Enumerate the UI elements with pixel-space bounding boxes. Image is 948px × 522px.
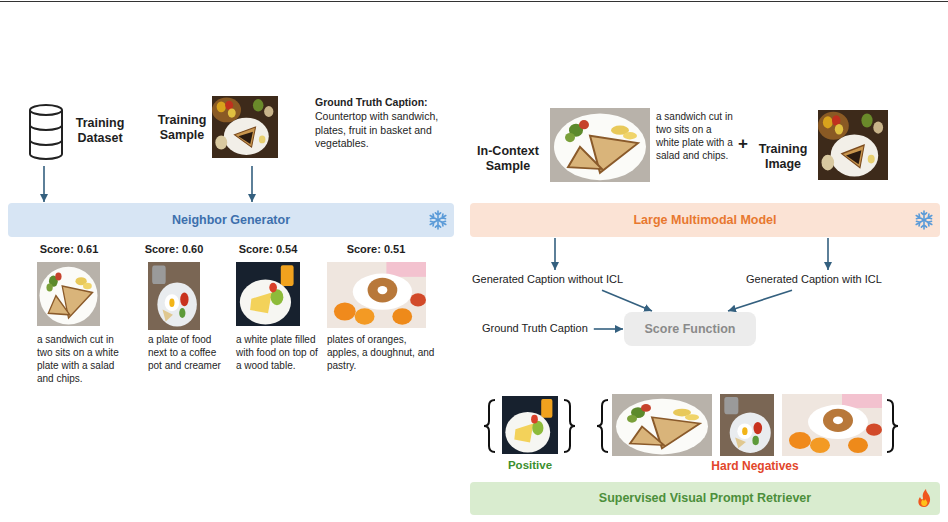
set-brace <box>484 400 898 452</box>
flow-arrow <box>728 290 792 311</box>
dataset-node: Training Dataset <box>26 100 130 162</box>
node-label: Generated Caption with ICL <box>746 273 882 286</box>
node-label: Supervised Visual Prompt Retriever <box>599 491 811 506</box>
caption-text-node: Generated Caption with ICL <box>744 272 884 287</box>
function-box: Score Function <box>624 312 756 346</box>
score-value: Score: 0.51 <box>334 243 418 256</box>
food-photo <box>37 262 100 326</box>
top-rule <box>0 1 948 2</box>
caption-text: plates of oranges, apples, a doughnut, a… <box>327 333 437 372</box>
plus-sign: + <box>736 134 750 154</box>
caption-heading: Ground Truth Caption: <box>315 96 455 109</box>
food-photo <box>818 110 888 180</box>
frozen-icon <box>429 211 447 229</box>
trainable-icon <box>918 489 930 507</box>
database-icon <box>30 105 62 159</box>
set-label: Hard Negatives <box>690 459 820 473</box>
caption-text: Countertop with sandwich, plates, fruit … <box>315 110 451 151</box>
caption-text-node: Generated Caption without ICL <box>470 272 625 287</box>
food-photo <box>612 394 712 456</box>
node-label: Training Sample <box>154 113 210 143</box>
food-photo <box>550 108 650 182</box>
caption-text-node: Ground Truth Caption <box>480 321 590 336</box>
node-label: Training Image <box>752 142 814 172</box>
node-label: Generated Caption without ICL <box>472 273 623 286</box>
caption-text: a sandwich cut in two sits on a white pl… <box>656 110 736 162</box>
sample-node: Training Sample <box>152 96 278 160</box>
sample-node: In-Context Sample <box>468 136 548 182</box>
process-band: Supervised Visual Prompt Retriever <box>470 482 940 515</box>
sample-node: Training Image <box>750 136 816 178</box>
score-value: Score: 0.54 <box>226 243 310 256</box>
food-photo <box>720 394 774 456</box>
node-label: Training Dataset <box>72 116 128 146</box>
caption-text: a plate of food next to a coffee pot and… <box>148 333 230 372</box>
node-label: Neighbor Generator <box>172 213 290 228</box>
flow-arrow <box>43 166 45 202</box>
node-label: Ground Truth Caption <box>482 322 588 335</box>
food-photo <box>327 262 426 328</box>
flow-arrow <box>602 290 652 311</box>
node-label: Score Function <box>645 322 736 337</box>
score-value: Score: 0.61 <box>26 243 112 256</box>
set-label: Positive <box>490 459 570 473</box>
flow-arrow <box>827 238 829 270</box>
node-label: Large Multimodal Model <box>633 213 776 228</box>
flow-arrow <box>594 328 623 330</box>
food-photo <box>236 262 300 326</box>
caption-text: a white plate filled with food on top of… <box>236 333 322 372</box>
flow-arrow <box>251 166 253 202</box>
flow-arrow <box>554 238 556 270</box>
caption-text: a sandwich cut in two sits on a white pl… <box>37 333 129 385</box>
process-band: Neighbor Generator <box>8 203 454 237</box>
frozen-icon <box>915 211 933 229</box>
process-band: Large Multimodal Model <box>470 203 940 237</box>
node-label: In-Context Sample <box>470 144 546 174</box>
score-value: Score: 0.60 <box>132 243 216 256</box>
food-photo <box>502 396 558 454</box>
food-photo <box>212 96 278 158</box>
food-photo <box>782 394 882 456</box>
food-photo <box>148 262 200 330</box>
